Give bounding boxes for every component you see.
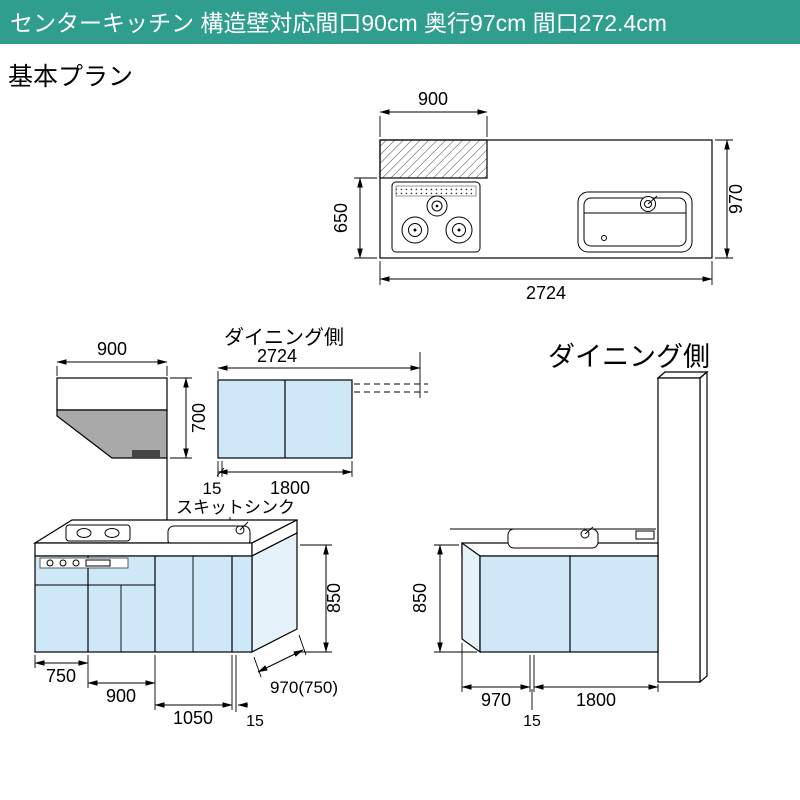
dining-side-large-label: ダイニング側 (548, 342, 710, 372)
drain-icon (601, 235, 607, 241)
svg-text:850: 850 (410, 583, 430, 613)
front-view: スキットシンク (32, 498, 344, 730)
dining-view: 850 970 1800 15 (410, 370, 709, 730)
range-hood-chimney (56, 377, 168, 411)
cooktop-knob-strip (39, 557, 129, 569)
wall-cabinet-view: ダイニング側 2724 15 1800 (203, 326, 428, 498)
svg-text:1800: 1800 (270, 478, 310, 498)
range-hood-canopy (56, 409, 168, 459)
dim-wall-cabinet-total: 2724 (217, 346, 421, 398)
svg-text:900: 900 (97, 339, 127, 359)
tall-unit-top-face (656, 371, 709, 379)
dim-front-height: 850 (300, 544, 344, 653)
tall-unit-front (657, 377, 701, 683)
exhaust-grill (395, 185, 477, 197)
base-cabinet-dining (479, 555, 659, 653)
knob-icon (46, 559, 54, 567)
dim-wall-cabinet-bottom: 15 1800 (203, 461, 353, 498)
knob-icon (72, 559, 80, 567)
svg-text:15: 15 (246, 713, 264, 730)
svg-text:1800: 1800 (576, 690, 616, 710)
plan-view: 900 650 970 2724 (331, 89, 746, 303)
dim-plan-total-width: 2724 (379, 261, 713, 303)
hood-control-panel (132, 450, 160, 457)
counter-front-edge (34, 542, 253, 557)
structural-wall-hatch (379, 139, 488, 179)
counter-accessory (635, 530, 655, 540)
tall-unit-side-face (699, 370, 708, 684)
dim-plan-depth-front: 650 (331, 177, 377, 259)
svg-text:650: 650 (331, 203, 351, 233)
knob-icon (59, 559, 67, 567)
dim-dining-bottom: 970 1800 15 (461, 643, 659, 730)
hood-view: 900 700 (56, 339, 209, 523)
dim-hood-height: 700 (170, 377, 209, 459)
header-background (0, 0, 800, 44)
sink-front (167, 521, 251, 547)
header-title: センターキッチン 構造壁対応間口90cm 奥行97cm 間口272.4cm (10, 10, 667, 36)
svg-text:1050: 1050 (173, 708, 213, 728)
svg-text:2724: 2724 (257, 346, 297, 366)
svg-text:850: 850 (324, 583, 344, 613)
dining-side-small-label: ダイニング側 (224, 326, 344, 349)
sink-dining (507, 526, 655, 549)
svg-text:970: 970 (481, 690, 511, 710)
dim-front-bottom: 750 900 1050 15 (34, 655, 264, 730)
svg-text:700: 700 (189, 403, 209, 433)
svg-text:15: 15 (523, 713, 541, 730)
svg-text:750: 750 (46, 666, 76, 686)
svg-text:970: 970 (726, 184, 746, 214)
dim-dining-height: 850 (410, 544, 477, 653)
sink-callout-label: スキットシンク (176, 498, 295, 517)
grill-window (85, 559, 111, 567)
dim-front-depth: 970(750) (253, 634, 338, 697)
sink-basin (583, 197, 687, 247)
sink-plan (577, 191, 693, 253)
cooktop-front (65, 524, 131, 542)
svg-text:2724: 2724 (526, 283, 566, 303)
dim-hood-width: 900 (56, 339, 168, 376)
cooktop-plan (391, 181, 481, 253)
svg-text:15: 15 (203, 479, 222, 498)
svg-text:970(750): 970(750) (270, 678, 338, 697)
svg-text:900: 900 (418, 89, 448, 109)
page-title: 基本プラン (8, 63, 133, 91)
svg-text:900: 900 (106, 686, 136, 706)
tick-15 (216, 467, 225, 477)
header-bar: センターキッチン 構造壁対応間口90cm 奥行97cm 間口272.4cm (0, 0, 800, 44)
base-cabinet-front (34, 555, 253, 653)
dim-plan-depth-total: 970 (715, 139, 746, 259)
dim-plan-hood-width: 900 (379, 89, 488, 137)
tall-wall-unit (656, 370, 709, 684)
cabinet-end-face (461, 541, 481, 654)
